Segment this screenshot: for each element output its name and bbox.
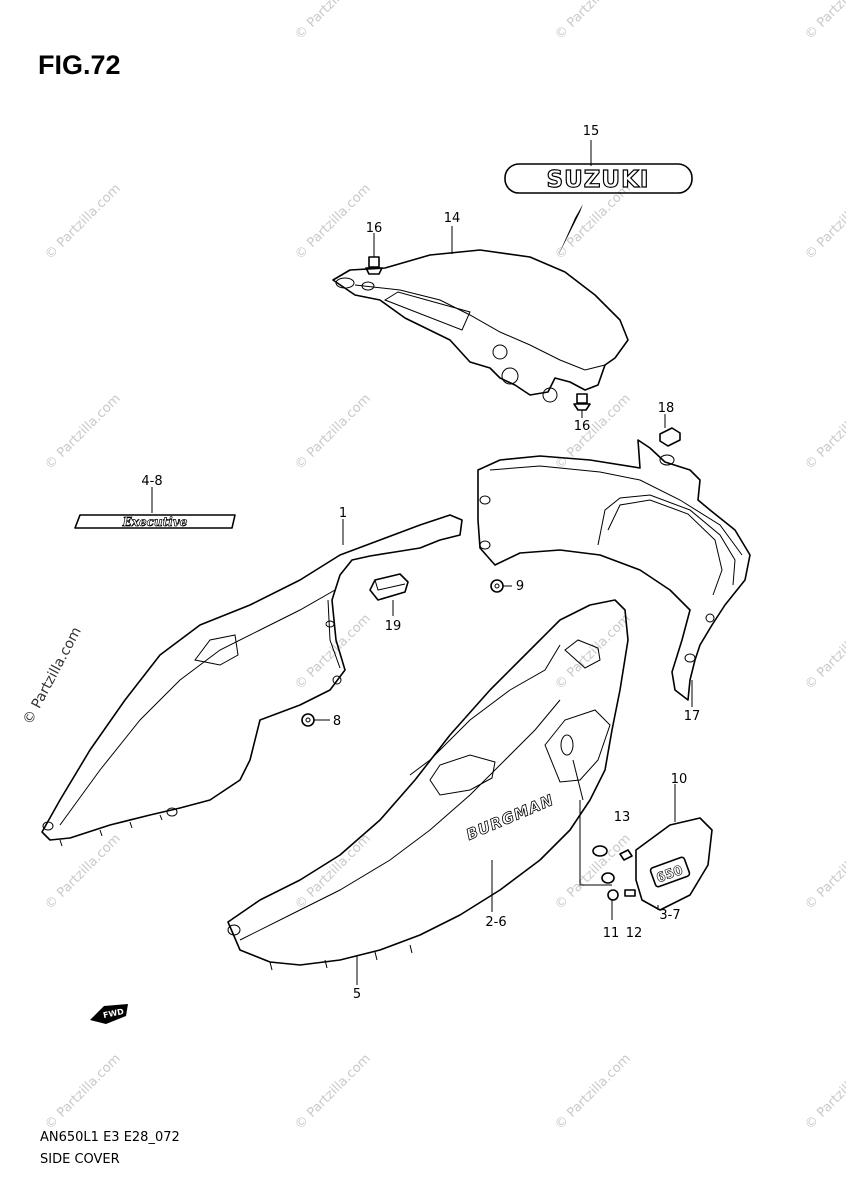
burgman-emblem-text: BURGMAN [463,791,556,844]
front-direction-text: FWD [102,1007,125,1020]
cushion-19 [369,573,409,601]
callout-8: 8 [333,714,341,729]
watermark: © Partzilla.com [292,0,374,43]
callout-labels: 15 14 16 16 18 4-8 1 9 19 8 17 10 13 2-6… [141,124,700,1002]
right-side-cover: BURGMAN [227,599,629,971]
callout-16-upper: 16 [366,221,383,236]
displacement-emblem: 650 [635,817,713,911]
watermark: © Partzilla.com [42,181,124,263]
watermark: © Partzilla.com [552,1051,634,1133]
callout-19: 19 [385,619,402,634]
background-watermarks: © Partzilla.com © Partzilla.com © Partzi… [42,0,846,1133]
callout-5: 5 [353,987,361,1002]
watermark: © Partzilla.com [292,391,374,473]
callout-15: 15 [583,124,600,139]
watermark: © Partzilla.com [802,1051,846,1133]
watermark: © Partzilla.com [292,181,374,263]
emblem-pointer-arrow [558,204,583,256]
watermark: © Partzilla.com [802,181,846,263]
callout-16-lower: 16 [574,419,591,434]
callout-9: 9 [516,579,524,594]
watermark: © Partzilla.com [802,831,846,913]
watermark: © Partzilla.com [292,1051,374,1133]
fastener-set [572,759,636,901]
figure-title: FIG.72 [38,50,121,80]
screw-8 [301,713,315,727]
watermark: © Partzilla.com [292,831,374,913]
callout-10: 10 [671,772,688,787]
callout-3-7: 3-7 [659,908,680,923]
diagram-name: SIDE COVER [40,1152,120,1167]
callout-17: 17 [684,709,701,724]
diagram-code: AN650L1 E3 E28_072 [40,1130,180,1145]
callout-18: 18 [658,401,675,416]
executive-emblem-text: Executive [122,515,188,529]
clip-16-lower [573,393,591,411]
cushion-18 [659,427,681,447]
watermark: © Partzilla.com [552,831,634,913]
clip-16-upper [365,256,383,275]
watermark: © Partzilla.com [802,611,846,693]
callout-14: 14 [444,211,461,226]
suzuki-emblem-text: SUZUKI [547,167,650,193]
callout-11: 11 [603,926,620,941]
callout-12: 12 [626,926,643,941]
watermark: © Partzilla.com [802,391,846,473]
leader-lines [151,140,693,985]
executive-emblem: Executive [74,514,236,529]
watermark: © Partzilla.com [552,0,634,43]
callout-13: 13 [614,810,631,825]
watermark: © Partzilla.com [802,0,846,43]
callout-4-8: 4-8 [141,474,162,489]
rear-lower-cover [477,439,751,701]
callout-2-6: 2-6 [485,915,506,930]
left-side-cover [41,514,463,847]
callout-1: 1 [339,506,347,521]
suzuki-emblem: SUZUKI [504,163,693,194]
watermark: © Partzilla.com [42,831,124,913]
watermark: © Partzilla.com [42,1051,124,1133]
rear-center-cover [332,249,629,403]
screw-9 [490,579,504,593]
watermark: © Partzilla.com [42,391,124,473]
front-direction-arrow: FWD [90,1004,128,1024]
